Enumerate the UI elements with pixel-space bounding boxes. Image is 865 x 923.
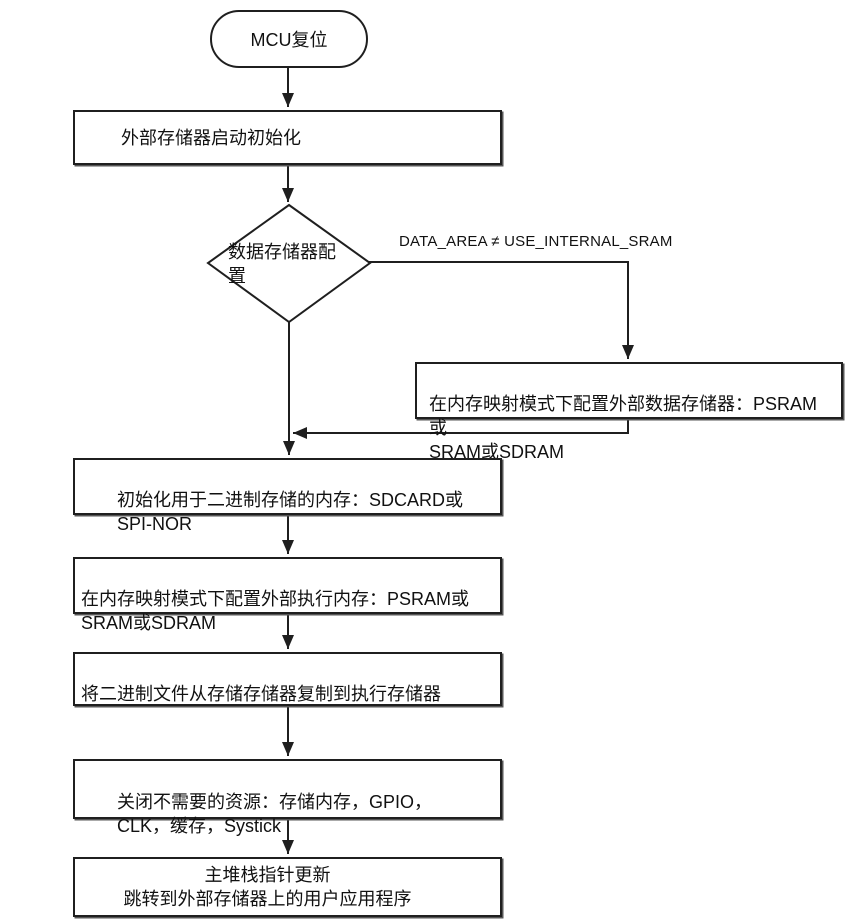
node-external-memory-boot-init: 外部存储器启动初始化 (73, 110, 502, 165)
connector-configdata-merge-left (293, 419, 629, 439)
node-copy-binary-to-exec-memory-label: 将二进制文件从存储存储器复制到执行存储器 (81, 684, 441, 704)
node-data-memory-config-decision: 数据存储器配置 (208, 205, 370, 322)
node-close-unneeded-resources-label: 关闭不需要的资源：存储内存，GPIO， CLK，缓存，Systick (117, 792, 433, 836)
node-configure-external-data-memory-label: 在内存映射模式下配置外部数据存储器：PSRAM或 SRAM或SDRAM (429, 394, 818, 462)
branch-condition-label: DATA_AREA ≠ USE_INTERNAL_SRAM (399, 233, 673, 250)
node-configure-external-data-memory: 在内存映射模式下配置外部数据存储器：PSRAM或 SRAM或SDRAM (415, 362, 843, 462)
node-update-msp-jump-to-app-label: 主堆栈指针更新 跳转到外部存储器上的用户应用程序 (123, 865, 412, 909)
node-configure-external-exec-memory-label: 在内存映射模式下配置外部执行内存：PSRAM或 SRAM或SDRAM (81, 589, 470, 633)
node-init-binary-storage-memory: 初始化用于二进制存储的内存：SDCARD或 SPI-NOR (73, 458, 502, 534)
node-close-unneeded-resources: 关闭不需要的资源：存储内存，GPIO， CLK，缓存，Systick (73, 759, 502, 836)
decision-diamond-shape (206, 203, 372, 324)
connector-decision-branch-right (369, 261, 634, 359)
node-update-msp-jump-to-app: 主堆栈指针更新 跳转到外部存储器上的用户应用程序 (73, 857, 502, 917)
node-mcu-reset: MCU复位 (210, 10, 368, 68)
node-mcu-reset-label: MCU复位 (250, 30, 328, 50)
node-copy-binary-to-exec-memory: 将二进制文件从存储存储器复制到执行存储器 (73, 652, 502, 706)
node-configure-external-exec-memory: 在内存映射模式下配置外部执行内存：PSRAM或 SRAM或SDRAM (73, 557, 502, 633)
node-external-memory-boot-init-label: 外部存储器启动初始化 (121, 127, 301, 148)
node-data-memory-config-decision-label: 数据存储器配置 (228, 241, 336, 286)
node-init-binary-storage-memory-label: 初始化用于二进制存储的内存：SDCARD或 SPI-NOR (117, 490, 464, 534)
